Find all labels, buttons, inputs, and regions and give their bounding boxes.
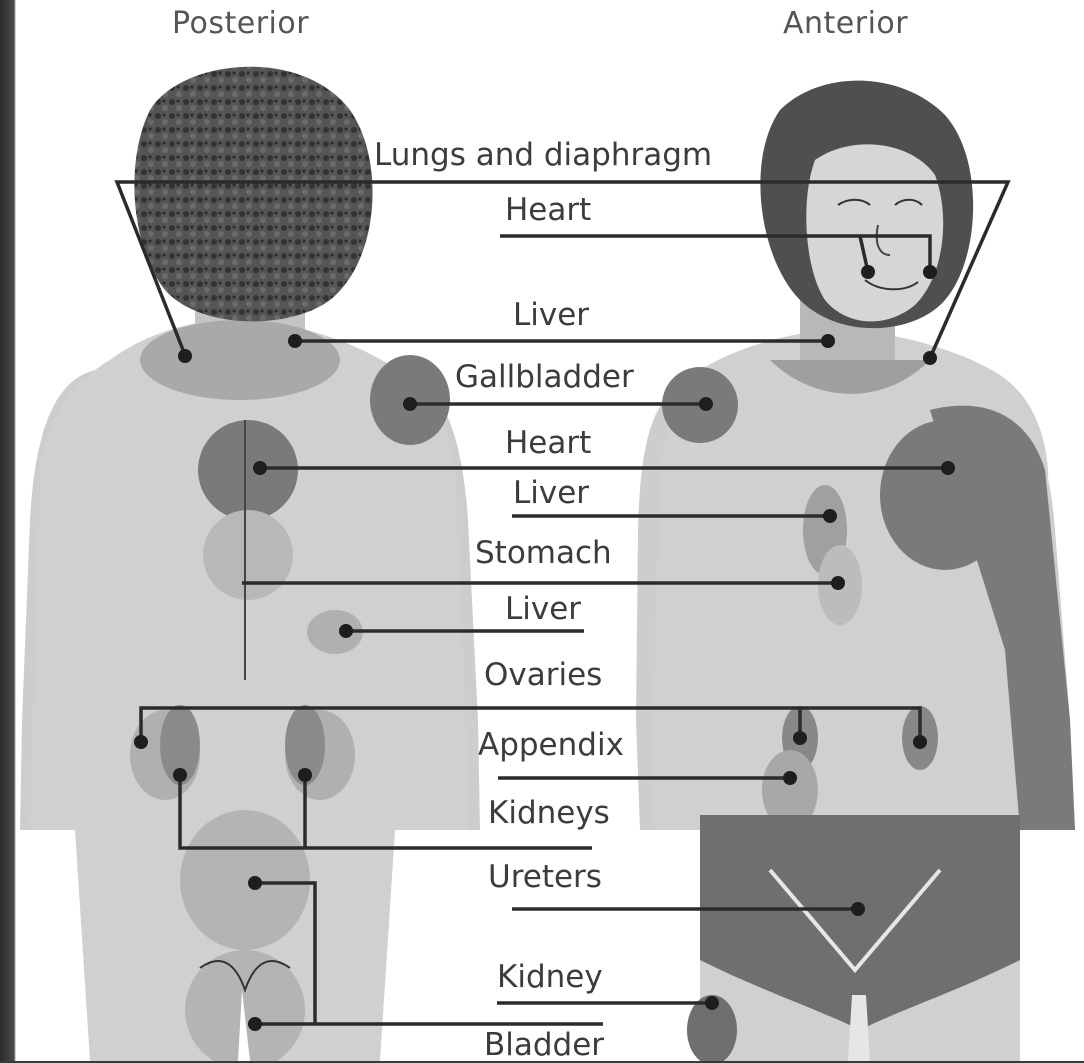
label-kidney: Kidney [497,962,603,993]
dot [793,731,807,745]
dot [339,624,353,638]
label-ovaries: Ovaries [484,660,602,691]
label-appendix: Appendix [478,730,624,761]
posterior-heart-region [198,420,298,520]
label-heart-mid: Heart [505,428,591,459]
dot [941,461,955,475]
dot [783,771,797,785]
dot [823,509,837,523]
label-gallbladder: Gallbladder [455,362,634,393]
posterior-stomach-region [203,510,293,600]
label-lungs-diaphragm: Lungs and diaphragm [374,140,712,171]
dot [831,576,845,590]
posterior-ureter-region [180,810,310,950]
dot [923,265,937,279]
dot [288,334,302,348]
dot [913,735,927,749]
dot [705,996,719,1010]
label-liver-mid: Liver [513,478,589,509]
dot [134,735,148,749]
dot [923,351,937,365]
posterior-shoulder-region [140,320,340,400]
dot [178,349,192,363]
dot [248,1017,262,1031]
anterior-chest-heart-region [880,420,1010,570]
dot [861,265,875,279]
label-liver-low: Liver [505,594,581,625]
label-liver-top: Liver [513,300,589,331]
dot [173,768,187,782]
posterior-hair [134,67,372,322]
anterior-face [806,144,943,321]
label-ureters: Ureters [488,862,602,893]
posterior-title: Posterior [172,6,309,41]
label-kidneys: Kidneys [488,798,610,829]
dot [851,902,865,916]
dot [253,461,267,475]
label-stomach: Stomach [475,538,612,569]
dot [248,876,262,890]
label-heart-top: Heart [505,195,591,226]
label-bladder: Bladder [484,1030,604,1061]
anterior-title: Anterior [783,6,908,41]
dot [298,768,312,782]
posterior-figure [20,67,480,1061]
dot [403,397,417,411]
dot [699,397,713,411]
dot [821,334,835,348]
